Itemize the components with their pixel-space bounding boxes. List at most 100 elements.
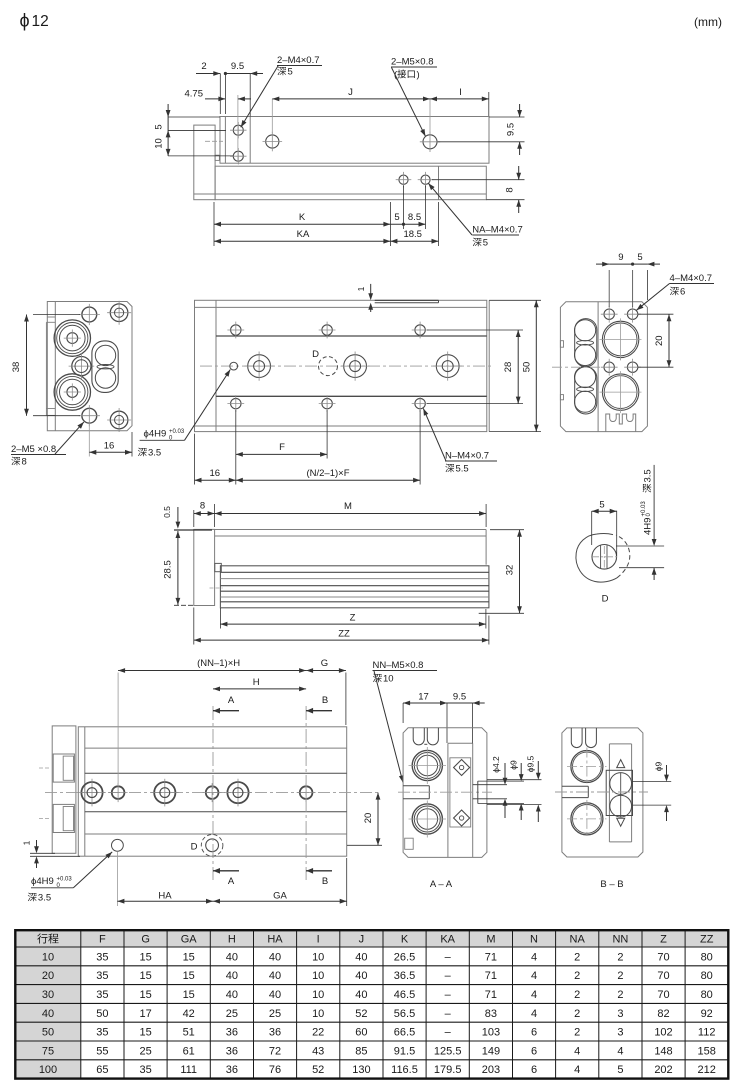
svg-text:(NN–1)×H: (NN–1)×H	[197, 658, 240, 669]
svg-text:–: –	[445, 1008, 452, 1020]
svg-text:D: D	[312, 349, 319, 360]
svg-text:G: G	[141, 934, 150, 946]
svg-text:M: M	[486, 934, 495, 946]
svg-text:NN–M5×0.8: NN–M5×0.8	[373, 660, 424, 671]
svg-text:28.5: 28.5	[163, 560, 174, 579]
svg-text:15: 15	[139, 951, 151, 963]
svg-text:8: 8	[505, 187, 516, 192]
svg-text:ϕ4.2: ϕ4.2	[491, 756, 501, 773]
svg-text:111: 111	[180, 1064, 197, 1076]
svg-text:B – B: B – B	[600, 879, 623, 890]
svg-text:4: 4	[531, 970, 537, 982]
svg-text:15: 15	[183, 970, 195, 982]
svg-text:36.5: 36.5	[394, 970, 415, 982]
svg-text:5.5: 5.5	[456, 464, 469, 475]
svg-text:9.5: 9.5	[453, 692, 466, 703]
svg-text:125.5: 125.5	[434, 1045, 462, 1057]
svg-text:116.5: 116.5	[391, 1064, 418, 1076]
svg-text:ϕ9.5: ϕ9.5	[526, 755, 536, 772]
svg-text:17: 17	[418, 692, 429, 703]
svg-text:40: 40	[355, 970, 367, 982]
svg-text:6: 6	[531, 1027, 537, 1039]
svg-text:83: 83	[485, 1008, 497, 1020]
svg-text:2: 2	[617, 951, 623, 963]
svg-text:51: 51	[183, 1027, 195, 1039]
svg-text:52: 52	[355, 1008, 367, 1020]
svg-text:A: A	[228, 876, 235, 887]
svg-text:NN: NN	[612, 934, 628, 946]
svg-text:35: 35	[96, 989, 108, 1001]
svg-text:40: 40	[355, 989, 367, 1001]
svg-text:148: 148	[654, 1045, 672, 1057]
svg-text:6: 6	[531, 1064, 537, 1076]
svg-text:85: 85	[355, 1045, 367, 1057]
svg-text:HA: HA	[267, 934, 283, 946]
svg-text:J: J	[348, 87, 353, 98]
svg-text:9.5: 9.5	[506, 123, 517, 136]
svg-text:0.5: 0.5	[162, 506, 172, 518]
svg-text:10: 10	[42, 951, 54, 963]
svg-text:2: 2	[201, 61, 206, 72]
svg-text:5: 5	[483, 238, 488, 249]
svg-text:+0.03: +0.03	[169, 429, 185, 435]
svg-text:25: 25	[226, 1008, 238, 1020]
svg-text:66.5: 66.5	[394, 1027, 415, 1039]
svg-text:15: 15	[183, 951, 195, 963]
svg-text:5: 5	[154, 124, 165, 129]
svg-text:40: 40	[269, 970, 281, 982]
svg-text:ZZ: ZZ	[700, 934, 714, 946]
svg-text:–: –	[445, 951, 452, 963]
svg-text:2: 2	[617, 970, 623, 982]
svg-text:76: 76	[269, 1064, 281, 1076]
svg-text:2: 2	[574, 1027, 580, 1039]
svg-text:35: 35	[139, 1064, 151, 1076]
svg-text:40: 40	[226, 951, 238, 963]
svg-text:9.5: 9.5	[231, 61, 244, 72]
svg-text:40: 40	[355, 951, 367, 963]
svg-text:D: D	[191, 842, 198, 853]
svg-text:103: 103	[482, 1027, 500, 1039]
svg-text:4H9: 4H9	[643, 518, 654, 535]
svg-text:(mm): (mm)	[694, 15, 722, 29]
svg-text:18.5: 18.5	[403, 229, 422, 240]
svg-text:20: 20	[42, 970, 54, 982]
svg-text:2: 2	[574, 989, 580, 1001]
svg-text:ZZ: ZZ	[338, 629, 350, 640]
svg-text:212: 212	[698, 1064, 716, 1076]
svg-text:I: I	[317, 934, 320, 946]
svg-text:80: 80	[701, 951, 713, 963]
svg-text:36: 36	[226, 1027, 238, 1039]
svg-text:15: 15	[139, 970, 151, 982]
svg-text:50: 50	[96, 1008, 108, 1020]
svg-text:130: 130	[352, 1064, 370, 1076]
svg-text:60: 60	[355, 1027, 367, 1039]
svg-text:70: 70	[657, 970, 669, 982]
svg-text:80: 80	[701, 970, 713, 982]
svg-text:65: 65	[96, 1064, 108, 1076]
svg-text:GA: GA	[181, 934, 198, 946]
svg-text:75: 75	[42, 1045, 54, 1057]
svg-text:ϕ: ϕ	[20, 11, 30, 31]
svg-text:0: 0	[57, 883, 61, 889]
svg-text:1: 1	[22, 840, 32, 845]
svg-text:A: A	[228, 695, 235, 706]
svg-text:25: 25	[269, 1008, 281, 1020]
svg-text:2: 2	[574, 951, 580, 963]
svg-text:N: N	[530, 934, 538, 946]
svg-text:9: 9	[618, 252, 623, 263]
svg-text:17: 17	[139, 1008, 151, 1020]
svg-text:22: 22	[312, 1027, 324, 1039]
svg-text:A – A: A – A	[430, 879, 453, 890]
svg-text:36: 36	[226, 1064, 238, 1076]
svg-text:158: 158	[698, 1045, 716, 1057]
svg-text:Z: Z	[660, 934, 667, 946]
svg-text:Z: Z	[350, 613, 356, 624]
svg-text:3: 3	[617, 1008, 623, 1020]
svg-text:5: 5	[599, 500, 604, 511]
svg-text:50: 50	[42, 1027, 54, 1039]
svg-text:2: 2	[617, 989, 623, 1001]
svg-text:4–M4×0.7: 4–M4×0.7	[670, 273, 713, 284]
svg-text:6: 6	[531, 1045, 537, 1057]
svg-text:61: 61	[183, 1045, 195, 1057]
svg-text:179.5: 179.5	[434, 1064, 462, 1076]
